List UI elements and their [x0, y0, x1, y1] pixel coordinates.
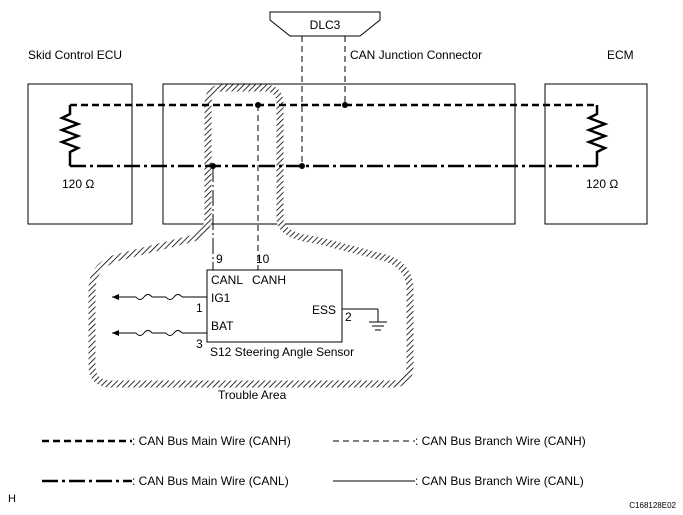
pin-3-label: 3: [196, 337, 203, 351]
pin-1-label: 1: [196, 301, 203, 315]
resistor-left: [58, 105, 82, 166]
legend-label-branch-canl: : CAN Bus Branch Wire (CANL): [415, 474, 584, 488]
can-junction-connector-box: [162, 83, 516, 225]
ecm-box: [544, 83, 648, 225]
can-junction-label: CAN Junction Connector: [350, 48, 482, 62]
skid-ecu-label: Skid Control ECU: [28, 48, 122, 62]
resistor-left-value: 120 Ω: [62, 177, 94, 191]
canl-pin-label: CANL: [211, 273, 243, 287]
pin-10-label: 10: [256, 252, 270, 266]
bat-fuse-line: [112, 330, 207, 336]
steering-angle-sensor-box: [206, 269, 343, 343]
pin-9-label: 9: [216, 252, 223, 266]
ground-symbol: [342, 308, 387, 331]
skid-control-ecu-box: [27, 83, 133, 225]
legend: : CAN Bus Main Wire (CANH) : CAN Bus Bra…: [42, 434, 586, 488]
corner-label: H: [8, 493, 16, 505]
legend-label-main-canl: : CAN Bus Main Wire (CANL): [132, 474, 289, 488]
ig1-pin-label: IG1: [211, 291, 231, 305]
junction-dot: [342, 102, 348, 108]
trouble-area-label: Trouble Area: [218, 388, 287, 402]
trouble-area-outline: [88, 84, 414, 388]
dlc3-connector: DLC3: [269, 11, 381, 37]
junction-dot: [299, 163, 305, 169]
bat-pin-label: BAT: [211, 319, 234, 333]
resistor-right: [585, 105, 609, 166]
legend-label-main-canh: : CAN Bus Main Wire (CANH): [132, 434, 291, 448]
resistor-right-value: 120 Ω: [586, 177, 618, 191]
ecm-label: ECM: [607, 48, 634, 62]
pin-2-label: 2: [345, 310, 352, 324]
sensor-name-label: S12 Steering Angle Sensor: [210, 345, 354, 359]
legend-label-branch-canh: : CAN Bus Branch Wire (CANH): [415, 434, 586, 448]
figure-code: C168128E02: [629, 501, 676, 510]
ess-pin-label: ESS: [312, 303, 336, 317]
dlc3-branch-wires: [301, 36, 346, 166]
dlc3-label: DLC3: [310, 18, 341, 32]
canh-pin-label: CANH: [252, 273, 286, 287]
ig1-fuse-line: [112, 294, 207, 300]
